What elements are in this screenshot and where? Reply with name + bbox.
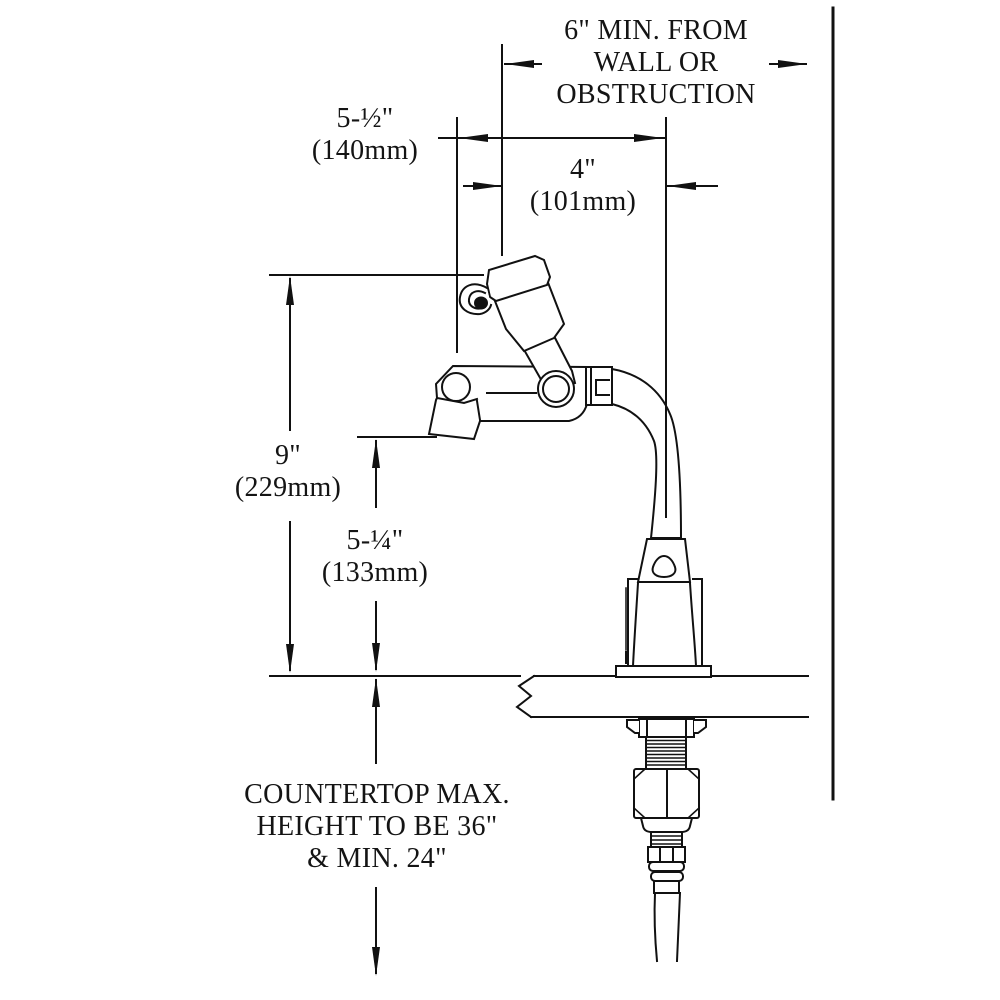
dim-4-arrow-right xyxy=(667,182,696,190)
dim-9-label: 9" (229mm) xyxy=(208,440,368,504)
countertop-note-line1: COUNTERTOP MAX. xyxy=(244,779,510,810)
supply-hardware xyxy=(626,718,707,963)
countertop xyxy=(269,674,809,719)
hex-collar xyxy=(639,817,694,833)
dim-5-half-arrow-left xyxy=(459,134,488,142)
countertop-note-line2: HEIGHT TO BE 36" xyxy=(256,811,498,842)
dim-5-half-arrow-right xyxy=(634,134,663,142)
clearance-note-line2: WALL OR xyxy=(593,47,719,78)
clearance-note-line3: OBSTRUCTION xyxy=(556,79,756,110)
hose-barb-ridge2 xyxy=(650,871,684,882)
mounting-flange xyxy=(615,665,712,678)
clearance-note: 6" MIN. FROM WALL OR OBSTRUCTION xyxy=(495,15,817,111)
gooseneck xyxy=(611,367,683,539)
locknut-facets xyxy=(646,718,687,738)
swivel-joint xyxy=(537,370,575,408)
clearance-note-line1: 6" MIN. FROM xyxy=(564,15,748,46)
clearance-arrowhead-left xyxy=(505,60,534,68)
faucet-sprayhead xyxy=(458,254,566,353)
dimension-lines xyxy=(269,44,807,976)
hose-barb-shank xyxy=(653,880,680,894)
dim-5-half-line xyxy=(438,134,665,142)
swivel-inner-ring xyxy=(542,375,570,403)
clearance-dimension xyxy=(504,60,807,68)
dim-5-quarter-label: 5-¼" (133mm) xyxy=(295,525,455,589)
shank-threads xyxy=(646,739,686,766)
counter-height-arrow-up xyxy=(372,678,380,707)
dim-4-line xyxy=(463,182,718,190)
spout-ball-joint xyxy=(441,372,471,402)
countertop-note: COUNTERTOP MAX. HEIGHT TO BE 36" & MIN. … xyxy=(217,779,537,875)
base-body-sides xyxy=(631,581,698,668)
dim-4-label: 4" (101mm) xyxy=(503,154,663,218)
spout-facet-line2 xyxy=(475,399,482,422)
coupling-nut-body xyxy=(585,366,613,406)
locknut-left-wing xyxy=(626,719,640,734)
base-collar xyxy=(627,578,703,667)
dim-5-quarter-inches: 5-¼" xyxy=(346,525,404,556)
coupling-nut xyxy=(585,366,613,406)
dim-9-arrow-up xyxy=(286,276,294,305)
dim-5-half-mm: (140mm) xyxy=(311,135,419,166)
coupling-nut-notch xyxy=(595,379,610,396)
faucet-base xyxy=(615,538,712,678)
base-slot-mark xyxy=(625,651,629,664)
spray-outlet-hole xyxy=(474,296,488,310)
threaded-shank xyxy=(645,736,687,770)
supply-hose xyxy=(653,891,682,963)
locknut-right-wing xyxy=(693,719,707,734)
dim-4-arrow-left xyxy=(473,182,502,190)
dim-9-mm: (229mm) xyxy=(234,472,342,503)
dim-5-quarter-mm: (133mm) xyxy=(321,557,429,588)
dim-5-quarter-arrow-up xyxy=(372,439,380,468)
spout-facet-line xyxy=(435,396,479,405)
break-line xyxy=(515,674,536,719)
hose-barb-ridge1 xyxy=(648,861,685,872)
hex-bevels xyxy=(632,767,701,820)
dim-9-inches: 9" xyxy=(274,440,302,471)
base-button xyxy=(651,554,677,579)
dim-9-arrow-down xyxy=(286,644,294,673)
sprayhead-cap xyxy=(485,254,552,303)
dim-5-half-label: 5-½" (140mm) xyxy=(285,103,445,167)
faucet xyxy=(427,254,712,963)
counter-height-arrow-down xyxy=(372,947,380,976)
clearance-arrowhead-right xyxy=(778,60,807,68)
dim-4-mm: (101mm) xyxy=(529,186,637,217)
dim-9-line xyxy=(269,274,484,673)
countertop-note-line3: & MIN. 24" xyxy=(307,843,447,874)
dim-5-quarter-line xyxy=(357,436,437,672)
small-hex-facets xyxy=(659,846,674,863)
counter-height-line xyxy=(372,678,380,976)
small-hex-nut xyxy=(647,846,686,863)
dim-5-quarter-arrow-down xyxy=(372,643,380,672)
dim-4-inches: 4" xyxy=(569,154,597,185)
small-threads xyxy=(651,835,682,845)
dim-5-half-inches: 5-½" xyxy=(336,103,394,134)
sprayhead-bumper-inner xyxy=(467,290,487,310)
